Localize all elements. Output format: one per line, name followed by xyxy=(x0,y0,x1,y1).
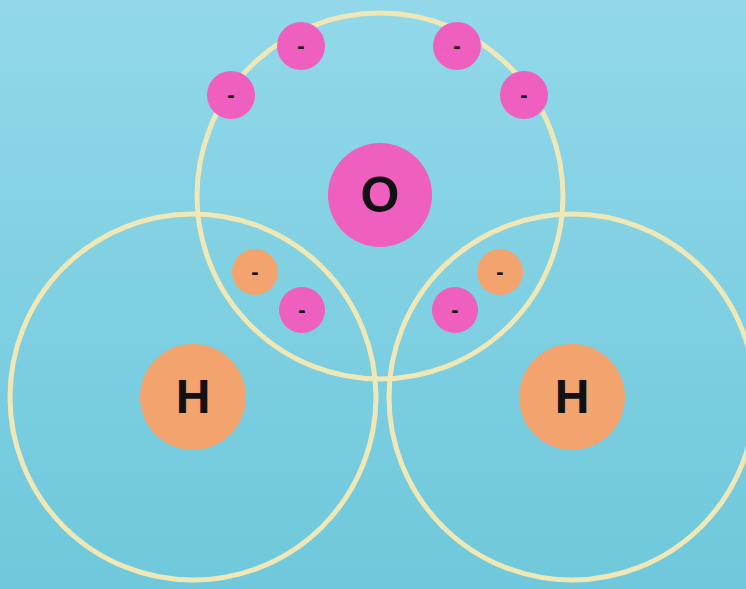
atom-symbol: O xyxy=(361,170,400,220)
electron-dot: - xyxy=(433,22,481,70)
nucleus-circle: H xyxy=(140,344,246,450)
hydrogen-shell xyxy=(389,214,746,580)
oxygen-shell xyxy=(197,13,563,379)
electron-sign: - xyxy=(451,299,458,321)
electron-sign: - xyxy=(520,84,527,106)
electron-sign: - xyxy=(453,35,460,57)
electron-dot: - xyxy=(277,22,325,70)
electron-dot: - xyxy=(500,71,548,119)
electron-sign: - xyxy=(227,84,234,106)
electron-dot: - xyxy=(207,71,255,119)
electron-sign: - xyxy=(251,261,258,283)
nucleus-circle: H xyxy=(519,344,625,450)
electron-dot: - xyxy=(279,287,325,333)
atom-symbol: H xyxy=(176,373,211,421)
electron-dot: - xyxy=(232,249,278,295)
hydrogen-shell xyxy=(10,214,376,580)
electron-sign: - xyxy=(298,299,305,321)
electron-sign: - xyxy=(297,35,304,57)
atom-symbol: H xyxy=(555,373,590,421)
electron-sign: - xyxy=(496,261,503,283)
nucleus-circle: O xyxy=(328,143,432,247)
electron-dot: - xyxy=(477,249,523,295)
electron-dot: - xyxy=(432,287,478,333)
